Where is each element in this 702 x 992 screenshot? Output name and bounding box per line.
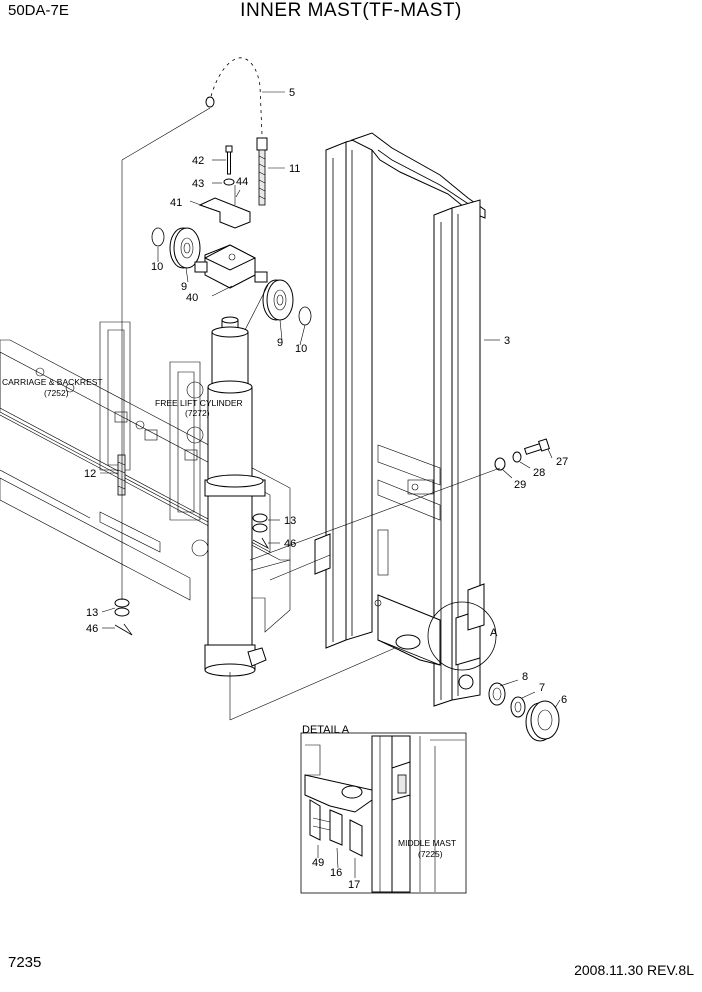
callout-11: 11	[289, 163, 300, 175]
anchor-bolt	[256, 137, 268, 206]
callout-5: 5	[289, 87, 295, 99]
callout-3: 3	[504, 335, 510, 347]
sheave-right	[262, 279, 294, 321]
assembly-lines	[121, 107, 501, 721]
callout-6: 6	[561, 694, 567, 706]
cotter-pin-46-lower	[114, 623, 133, 636]
sheave-left	[169, 227, 201, 269]
callout-43: 43	[192, 178, 204, 190]
cotter-pin-46-upper	[252, 537, 270, 550]
sheave-shaft-40	[194, 244, 268, 289]
detail-a-inset	[300, 732, 467, 894]
callout-numbers: 5 42 11 43 44 41 10 9 40 9 10 3 12 13 46…	[84, 87, 568, 891]
cylinder-label: FREE LIFT CYLINDER	[155, 398, 243, 408]
reference-labels: CARRIAGE & BACKREST (7252) FREE LIFT CYL…	[2, 377, 498, 859]
lift-chain	[205, 56, 264, 136]
bolt-27	[523, 438, 550, 455]
callout-7: 7	[539, 682, 545, 694]
callout-10-left: 10	[151, 261, 163, 273]
callout-9-right: 9	[277, 337, 283, 349]
callout-40: 40	[186, 292, 198, 304]
leader-lines	[100, 91, 561, 709]
detail-a-title: DETAIL A	[302, 724, 350, 736]
callout-9-left: 9	[181, 281, 187, 293]
model-code: 50DA-7E	[8, 2, 69, 19]
date-revision: 2008.11.30 REV.8L	[574, 962, 694, 978]
callout-42: 42	[192, 155, 204, 167]
snap-ring-left	[151, 227, 165, 247]
roller-6	[525, 700, 560, 742]
detail-a-marker: A	[490, 627, 498, 639]
chain-anchor-12	[117, 454, 126, 496]
callout-27: 27	[556, 456, 568, 468]
callout-16: 16	[330, 867, 342, 879]
middle-mast-ref: (7225)	[418, 849, 443, 859]
washer-29	[494, 457, 506, 471]
inner-mast-frame	[314, 132, 497, 707]
callout-46-lower: 46	[86, 623, 98, 635]
callout-44: 44	[236, 176, 248, 188]
bolt-42	[225, 145, 233, 175]
nut-13-lower	[114, 598, 130, 617]
middle-mast-label: MIDDLE MAST	[398, 838, 456, 848]
carriage-label: CARRIAGE & BACKREST	[2, 377, 103, 387]
snap-ring-right	[298, 306, 312, 326]
page-title: INNER MAST(TF-MAST)	[240, 0, 462, 21]
washer-43	[223, 178, 235, 186]
callout-29: 29	[514, 479, 526, 491]
callout-8: 8	[522, 671, 528, 683]
callout-12: 12	[84, 468, 96, 480]
callout-41: 41	[170, 197, 182, 209]
callout-46-upper: 46	[284, 538, 296, 550]
shim-7	[510, 696, 526, 718]
bracket-41	[198, 197, 251, 229]
nut-13-upper	[252, 513, 268, 533]
callout-17: 17	[348, 879, 360, 891]
callout-28: 28	[533, 467, 545, 479]
carriage-ref: (7252)	[44, 388, 69, 398]
callout-13-upper: 13	[284, 515, 296, 527]
callout-10-right: 10	[295, 343, 307, 355]
free-lift-cylinder	[204, 316, 267, 677]
callout-49: 49	[312, 857, 324, 869]
page-number: 7235	[8, 954, 42, 971]
callout-13-lower: 13	[86, 607, 98, 619]
shim-8	[488, 682, 506, 706]
washer-28	[512, 451, 522, 463]
cylinder-ref: (7272)	[185, 408, 210, 418]
